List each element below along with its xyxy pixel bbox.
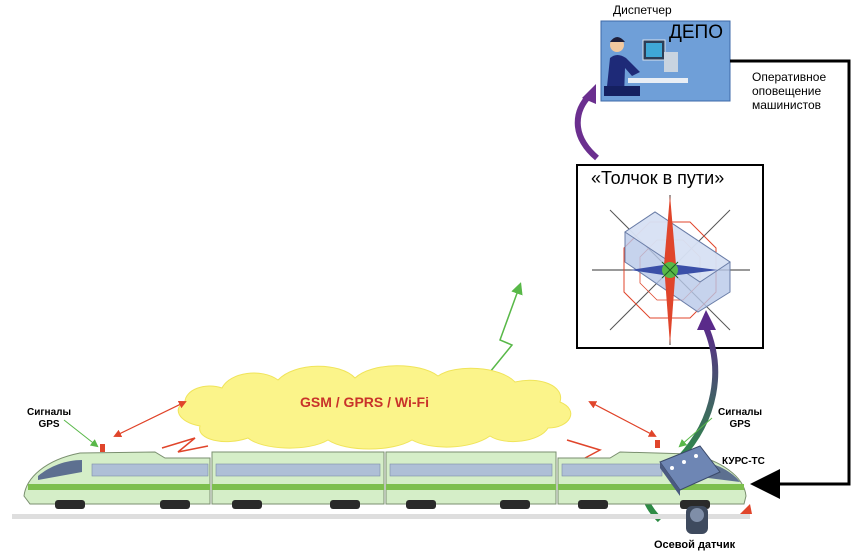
upload-arrow-upper bbox=[574, 84, 600, 161]
depot-panel bbox=[600, 20, 731, 102]
network-cloud bbox=[177, 365, 572, 450]
notice-line-2: оповещение bbox=[752, 84, 822, 98]
axle-sensor-label: Осевой датчик bbox=[654, 539, 736, 551]
train bbox=[12, 440, 752, 519]
gps-signals-left: Сигналы GPS bbox=[27, 407, 71, 431]
axle-sensor bbox=[686, 506, 708, 534]
network-label: GSM / GPRS / Wi-Fi bbox=[300, 394, 429, 410]
radio-signal bbox=[489, 282, 523, 373]
shock-chart bbox=[576, 164, 764, 349]
gps-left-line-2: GPS bbox=[38, 419, 60, 430]
kurs-ts-label: КУРС-ТС bbox=[722, 456, 765, 467]
notification-connector bbox=[730, 59, 851, 499]
notice-line-1: Оперативное bbox=[752, 70, 827, 84]
notice-label: Оперативное оповещение машинистов bbox=[752, 70, 826, 112]
gps-right-line-1: Сигналы bbox=[718, 407, 763, 418]
dispatcher-label: Диспетчер bbox=[613, 3, 672, 17]
gps-signals-right: Сигналы GPS bbox=[718, 407, 762, 431]
shock-title: «Толчок в пути» bbox=[591, 168, 725, 188]
gps-left-line-1: Сигналы bbox=[27, 407, 72, 418]
notice-line-3: машинистов bbox=[752, 98, 821, 112]
gps-right-line-2: GPS bbox=[729, 419, 751, 430]
depot-label: ДЕПО bbox=[669, 22, 723, 43]
upload-arrow-lower bbox=[677, 310, 719, 461]
kurs-ts-device bbox=[659, 445, 721, 496]
